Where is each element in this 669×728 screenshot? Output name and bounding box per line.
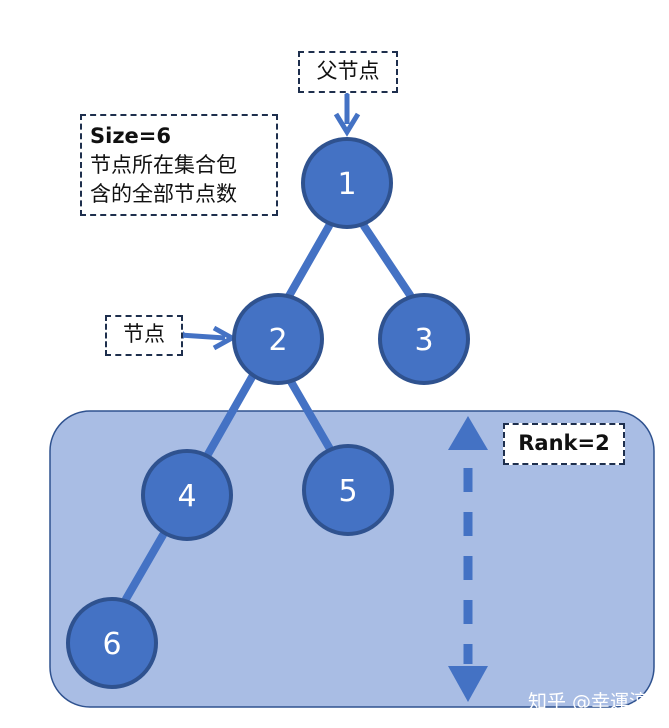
rank-label: Rank=2 [503, 423, 625, 465]
node-3 [378, 293, 470, 385]
size-label: Size=6 节点所在集合包 含的全部节点数 [80, 114, 278, 216]
node-5-label: 5 [338, 474, 357, 509]
node-4 [141, 449, 233, 541]
edge-1-3 [360, 222, 414, 299]
parent-label: 父节点 [298, 51, 398, 93]
node-3-label: 3 [414, 323, 433, 358]
node-2-label: 2 [268, 323, 287, 358]
node-4-label: 4 [177, 479, 196, 514]
edge-4-6 [122, 531, 167, 603]
edge-2-5 [286, 376, 334, 453]
size-desc-line1: 节点所在集合包 [90, 153, 237, 177]
node-2 [232, 293, 324, 385]
edge-1-2 [285, 222, 333, 300]
node-1 [301, 137, 393, 229]
node-6 [66, 597, 158, 689]
node-label: 节点 [105, 315, 183, 356]
size-desc-line2: 含的全部节点数 [90, 182, 237, 206]
edge-2-4 [203, 373, 256, 460]
size-title: Size=6 [90, 124, 171, 148]
node-5 [302, 444, 394, 536]
watermark-text: 知乎 @幸運淳 [528, 691, 649, 713]
node-6-label: 6 [102, 627, 121, 662]
node-1-label: 1 [337, 167, 356, 202]
rank-arrow [448, 416, 488, 702]
